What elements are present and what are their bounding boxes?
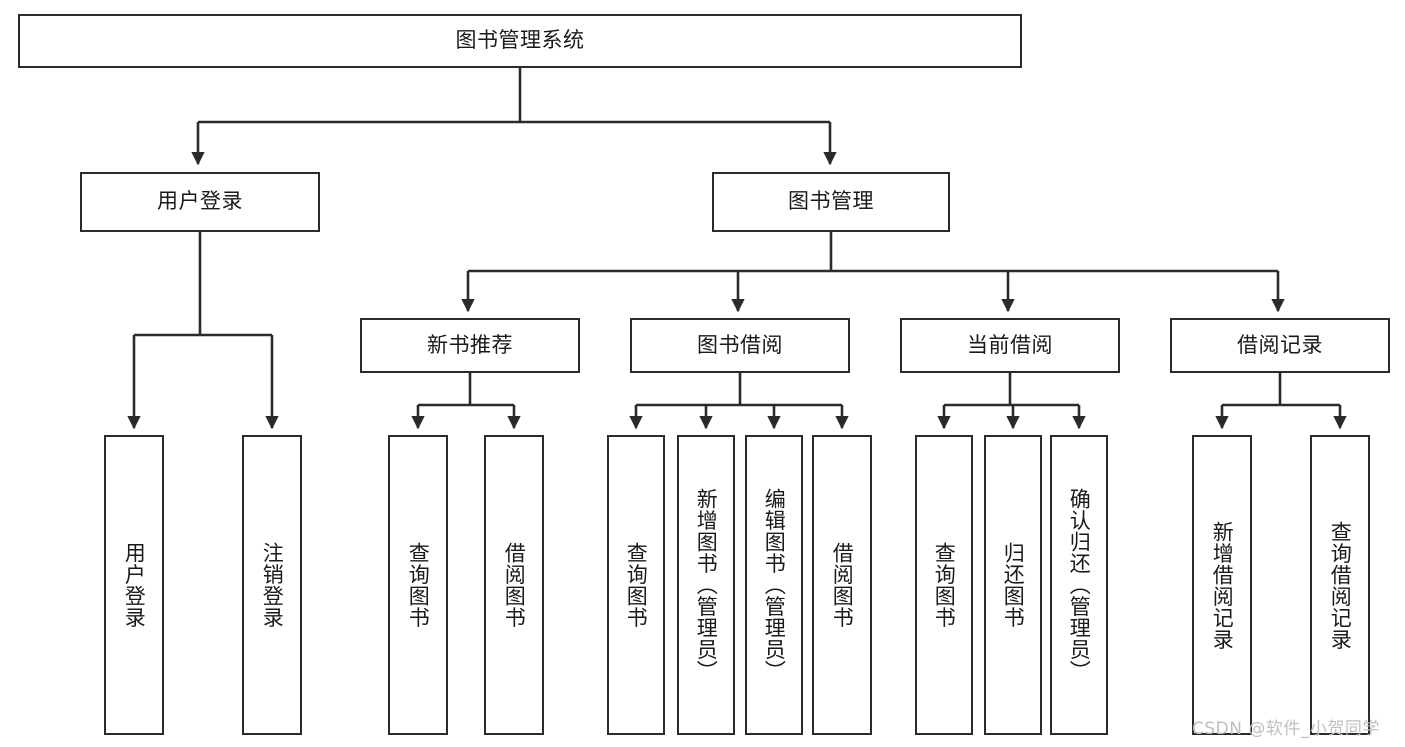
node-leaf-add-borrow-record[interactable]: 新增借阅记录 — [1192, 435, 1252, 735]
node-leaf-query-book-1[interactable]: 查询图书 — [388, 435, 448, 735]
leaf-label: 新增图书（管理员） — [694, 488, 719, 682]
node-leaf-logout[interactable]: 注销登录 — [242, 435, 302, 735]
node-leaf-user-login[interactable]: 用户登录 — [104, 435, 164, 735]
node-leaf-add-book-admin[interactable]: 新增图书（管理员） — [677, 435, 735, 735]
node-leaf-borrow-book-1[interactable]: 借阅图书 — [484, 435, 544, 735]
node-leaf-confirm-return-admin[interactable]: 确认归还（管理员） — [1050, 435, 1108, 735]
node-leaf-query-book-3[interactable]: 查询图书 — [915, 435, 973, 735]
node-book-borrow[interactable]: 图书借阅 — [630, 318, 850, 373]
leaf-label: 编辑图书（管理员） — [762, 488, 787, 682]
leaf-label: 借阅图书 — [502, 542, 527, 628]
node-new-book-recommend[interactable]: 新书推荐 — [360, 318, 580, 373]
node-root[interactable]: 图书管理系统 — [18, 14, 1022, 68]
node-leaf-query-book-2[interactable]: 查询图书 — [607, 435, 665, 735]
leaf-label: 确认归还（管理员） — [1067, 488, 1092, 682]
leaf-label: 注销登录 — [260, 542, 285, 628]
leaf-label: 借阅图书 — [830, 542, 855, 628]
leaf-label: 查询图书 — [932, 542, 957, 628]
leaf-label: 查询图书 — [624, 542, 649, 628]
leaf-label: 查询借阅记录 — [1328, 520, 1353, 650]
node-leaf-query-borrow-record[interactable]: 查询借阅记录 — [1310, 435, 1370, 735]
leaf-label: 新增借阅记录 — [1210, 520, 1235, 650]
leaf-label: 用户登录 — [122, 542, 147, 628]
node-current-borrow[interactable]: 当前借阅 — [900, 318, 1120, 373]
node-leaf-borrow-book-2[interactable]: 借阅图书 — [812, 435, 872, 735]
leaf-label: 归还图书 — [1001, 542, 1026, 628]
node-book-manage[interactable]: 图书管理 — [712, 172, 950, 232]
leaf-label: 查询图书 — [406, 542, 431, 628]
csdn-watermark: CSDN @软件_小贺同学 — [1192, 719, 1380, 739]
node-leaf-edit-book-admin[interactable]: 编辑图书（管理员） — [745, 435, 803, 735]
node-borrow-record[interactable]: 借阅记录 — [1170, 318, 1390, 373]
node-leaf-return-book[interactable]: 归还图书 — [984, 435, 1042, 735]
node-user-login[interactable]: 用户登录 — [80, 172, 320, 232]
